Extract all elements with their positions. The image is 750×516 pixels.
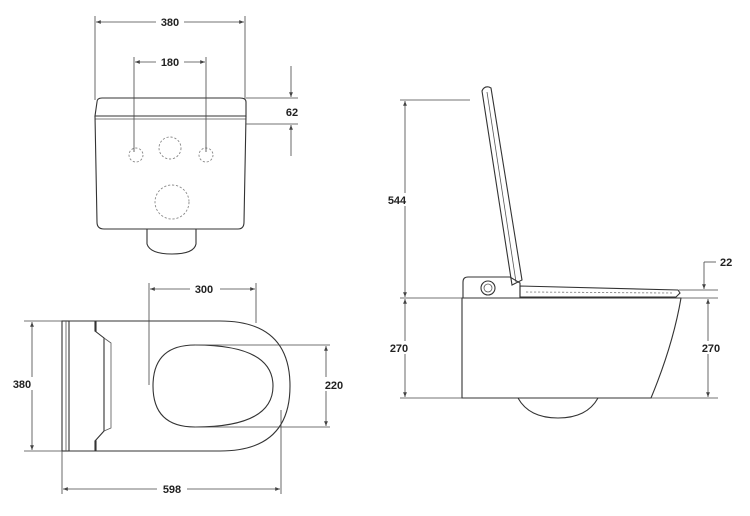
front-lid-outline <box>94 97 247 117</box>
dim-label-front-lid-height: 62 <box>286 107 298 119</box>
front-inlet-hole <box>158 136 182 160</box>
side-hinge-knob <box>480 280 496 296</box>
side-seat-hidden-line <box>525 291 673 294</box>
dim-label-side-lid-height: 544 <box>388 195 407 207</box>
top-back-plate <box>61 320 70 452</box>
side-body-outline <box>461 297 682 399</box>
top-view: 300 380 220 598 <box>8 282 346 496</box>
front-body-outline <box>94 115 247 230</box>
front-outlet-hole <box>154 184 190 220</box>
dim-label-top-width: 380 <box>13 379 31 391</box>
dim-label-side-height-left: 270 <box>390 343 408 355</box>
side-hinge-housing <box>462 276 521 298</box>
top-hinge-inner <box>103 337 112 432</box>
dim-label-side-height-right: 270 <box>702 343 720 355</box>
top-seat-outline <box>69 320 291 452</box>
top-bowl-opening <box>152 344 274 428</box>
side-view: 544 270 22 270 <box>387 86 732 419</box>
side-hinge-knob-inner <box>483 283 493 293</box>
dim-label-top-bowl-width: 220 <box>325 380 343 392</box>
front-view: 380 180 62 <box>94 15 298 255</box>
side-seat-outline <box>519 285 681 298</box>
dim-label-side-seat-thickness: 22 <box>720 257 732 269</box>
side-drain-bulge <box>517 397 599 419</box>
dim-label-top-length: 598 <box>163 484 181 496</box>
top-hinge-outline <box>94 330 105 442</box>
dim-label-front-width: 380 <box>161 17 179 29</box>
side-lid-outline <box>481 86 523 286</box>
dim-label-front-bolt-spacing: 180 <box>161 57 179 69</box>
front-bolt-hole-left <box>128 147 144 163</box>
front-drain-bulge <box>146 229 197 255</box>
side-lid-inner-edge <box>486 91 517 283</box>
dim-label-top-bolt-spacing: 300 <box>195 284 213 296</box>
